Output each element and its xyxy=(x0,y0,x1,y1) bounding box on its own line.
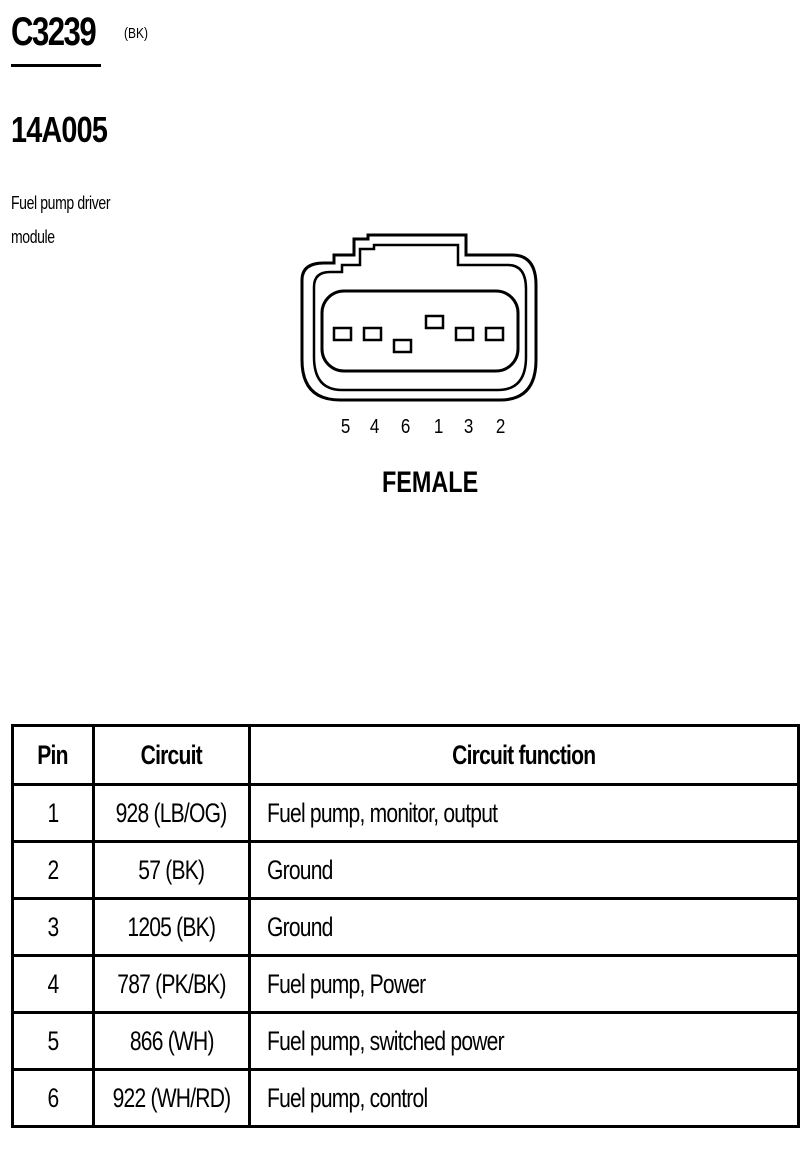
table-row: 5 866 (WH) Fuel pump, switched power xyxy=(11,1011,800,1071)
header-circuit: Circuit xyxy=(92,724,251,786)
table-row: 1 928 (LB/OG) Fuel pump, monitor, output xyxy=(11,783,800,843)
cell-pin: 3 xyxy=(11,897,95,957)
table-row: 3 1205 (BK) Ground xyxy=(11,897,800,957)
cell-circuit: 866 (WH) xyxy=(92,1011,251,1071)
cell-circuit: 1205 (BK) xyxy=(92,897,251,957)
terminal-5 xyxy=(332,326,353,342)
title-underline xyxy=(11,64,101,67)
part-number: 14A005 xyxy=(11,109,108,150)
cell-pin: 6 xyxy=(11,1068,95,1128)
table-row: 2 57 (BK) Ground xyxy=(11,840,800,900)
terminal-2 xyxy=(484,326,505,342)
cell-pin: 2 xyxy=(11,840,95,900)
cell-pin: 1 xyxy=(11,783,95,843)
cell-pin: 4 xyxy=(11,954,95,1014)
cell-circuit: 787 (PK/BK) xyxy=(92,954,251,1014)
connector-id: C3239 xyxy=(11,10,97,54)
connector-housing-inner xyxy=(312,243,528,392)
table-row: 6 922 (WH/RD) Fuel pump, control xyxy=(11,1068,800,1128)
terminal-6 xyxy=(392,338,413,354)
pin-number-5: 5 xyxy=(340,416,351,438)
cell-circuit: 57 (BK) xyxy=(92,840,251,900)
table-header-row: Pin Circuit Circuit function xyxy=(11,724,800,786)
cell-circuit: 922 (WH/RD) xyxy=(92,1068,251,1128)
pin-number-6: 6 xyxy=(400,416,411,438)
pin-number-4: 4 xyxy=(369,416,380,438)
cell-function: Ground xyxy=(248,840,800,900)
pin-number-2: 2 xyxy=(495,416,506,438)
connector-face-diagram xyxy=(300,233,538,402)
header-circuit-function: Circuit function xyxy=(248,724,800,786)
component-description: Fuel pump driver module xyxy=(11,193,111,247)
table-row: 4 787 (PK/BK) Fuel pump, Power xyxy=(11,954,800,1014)
header-pin: Pin xyxy=(11,724,95,786)
pin-number-1: 1 xyxy=(433,416,444,438)
cell-function: Fuel pump, control xyxy=(248,1068,800,1128)
connector-color-code: (BK) xyxy=(124,25,148,42)
terminal-4 xyxy=(362,326,383,342)
terminal-1 xyxy=(424,314,445,330)
terminal-3 xyxy=(454,326,475,342)
cell-pin: 5 xyxy=(11,1011,95,1071)
cell-function: Fuel pump, switched power xyxy=(248,1011,800,1071)
cell-function: Fuel pump, Power xyxy=(248,954,800,1014)
view-label: FEMALE xyxy=(382,466,479,499)
pin-table: Pin Circuit Circuit function 1 928 (LB/O… xyxy=(11,724,800,1128)
cell-circuit: 928 (LB/OG) xyxy=(92,783,251,843)
cell-function: Ground xyxy=(248,897,800,957)
pin-number-3: 3 xyxy=(463,416,474,438)
cell-function: Fuel pump, monitor, output xyxy=(248,783,800,843)
connector-housing-outer xyxy=(300,233,538,402)
connector-cavity xyxy=(320,289,520,373)
